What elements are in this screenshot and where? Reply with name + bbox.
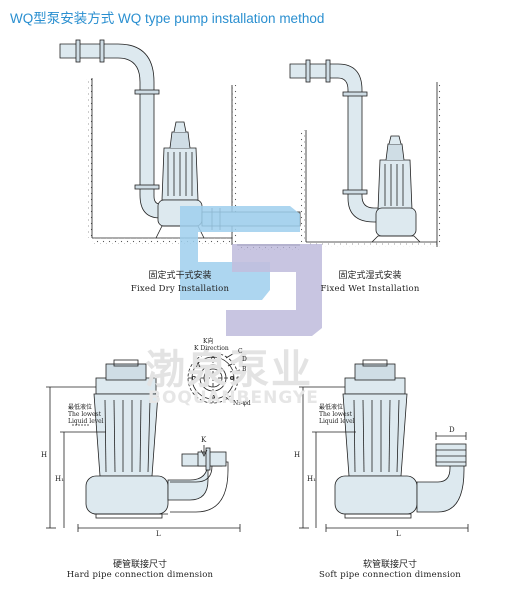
lowest-level-cn-right: 最低液位 xyxy=(319,404,344,411)
soft-caption-en: Soft pipe connection dimension xyxy=(319,570,461,580)
dim-h1-left: H₁ xyxy=(55,475,64,483)
wet-caption-en: Fixed Wet Installation xyxy=(320,284,420,294)
hard-pipe-drawing xyxy=(46,359,241,532)
soft-pipe-drawing xyxy=(299,359,469,532)
dimension-d-label: D xyxy=(242,356,247,363)
bolt-hole-label: N₂-φd xyxy=(233,400,251,407)
dry-caption-cn: 固定式干式安装 xyxy=(148,271,212,281)
dim-h1-right: H₁ xyxy=(307,475,316,483)
dimension-c-label: C xyxy=(238,348,243,355)
lowest-level-en1-left: The lowest xyxy=(68,411,102,418)
lowest-level-en2-right: Liquid level xyxy=(319,418,355,425)
flange-k-direction-drawing xyxy=(187,351,241,404)
hard-caption-en: Hard pipe connection dimension xyxy=(66,570,214,580)
dim-h-right: H xyxy=(294,451,301,459)
dim-l-left: L xyxy=(156,530,161,538)
soft-caption-cn: 软管联接尺寸 xyxy=(362,560,417,570)
hard-caption-cn: 硬管联接尺寸 xyxy=(112,560,167,570)
watermark-chinese: 渤泉泵业 xyxy=(145,347,313,393)
dimension-b-label: B xyxy=(242,366,247,373)
dim-d: D xyxy=(449,426,455,434)
dim-l-right: L xyxy=(396,530,401,538)
wet-caption-cn: 固定式湿式安装 xyxy=(338,271,402,281)
lowest-level-en2-left: Liquid level xyxy=(68,418,104,425)
dry-caption-en: Fixed Dry Installation xyxy=(130,284,230,294)
k-direction-label-cn: K向 xyxy=(203,338,214,345)
dim-k: K xyxy=(201,436,207,444)
lowest-level-cn-left: 最低液位 xyxy=(68,404,93,411)
lowest-level-en1-right: The lowest xyxy=(319,411,353,418)
k-direction-label-en: K Direction xyxy=(194,345,229,352)
watermark-english: BOQUANBENGYE xyxy=(148,388,319,408)
wet-installation-drawing xyxy=(289,59,442,247)
dim-h-left: H xyxy=(41,451,48,459)
page-title: WQ型泵安装方式 WQ type pump installation metho… xyxy=(10,11,325,26)
brand-logo xyxy=(180,206,322,336)
dimension-a-label: A xyxy=(196,362,201,369)
